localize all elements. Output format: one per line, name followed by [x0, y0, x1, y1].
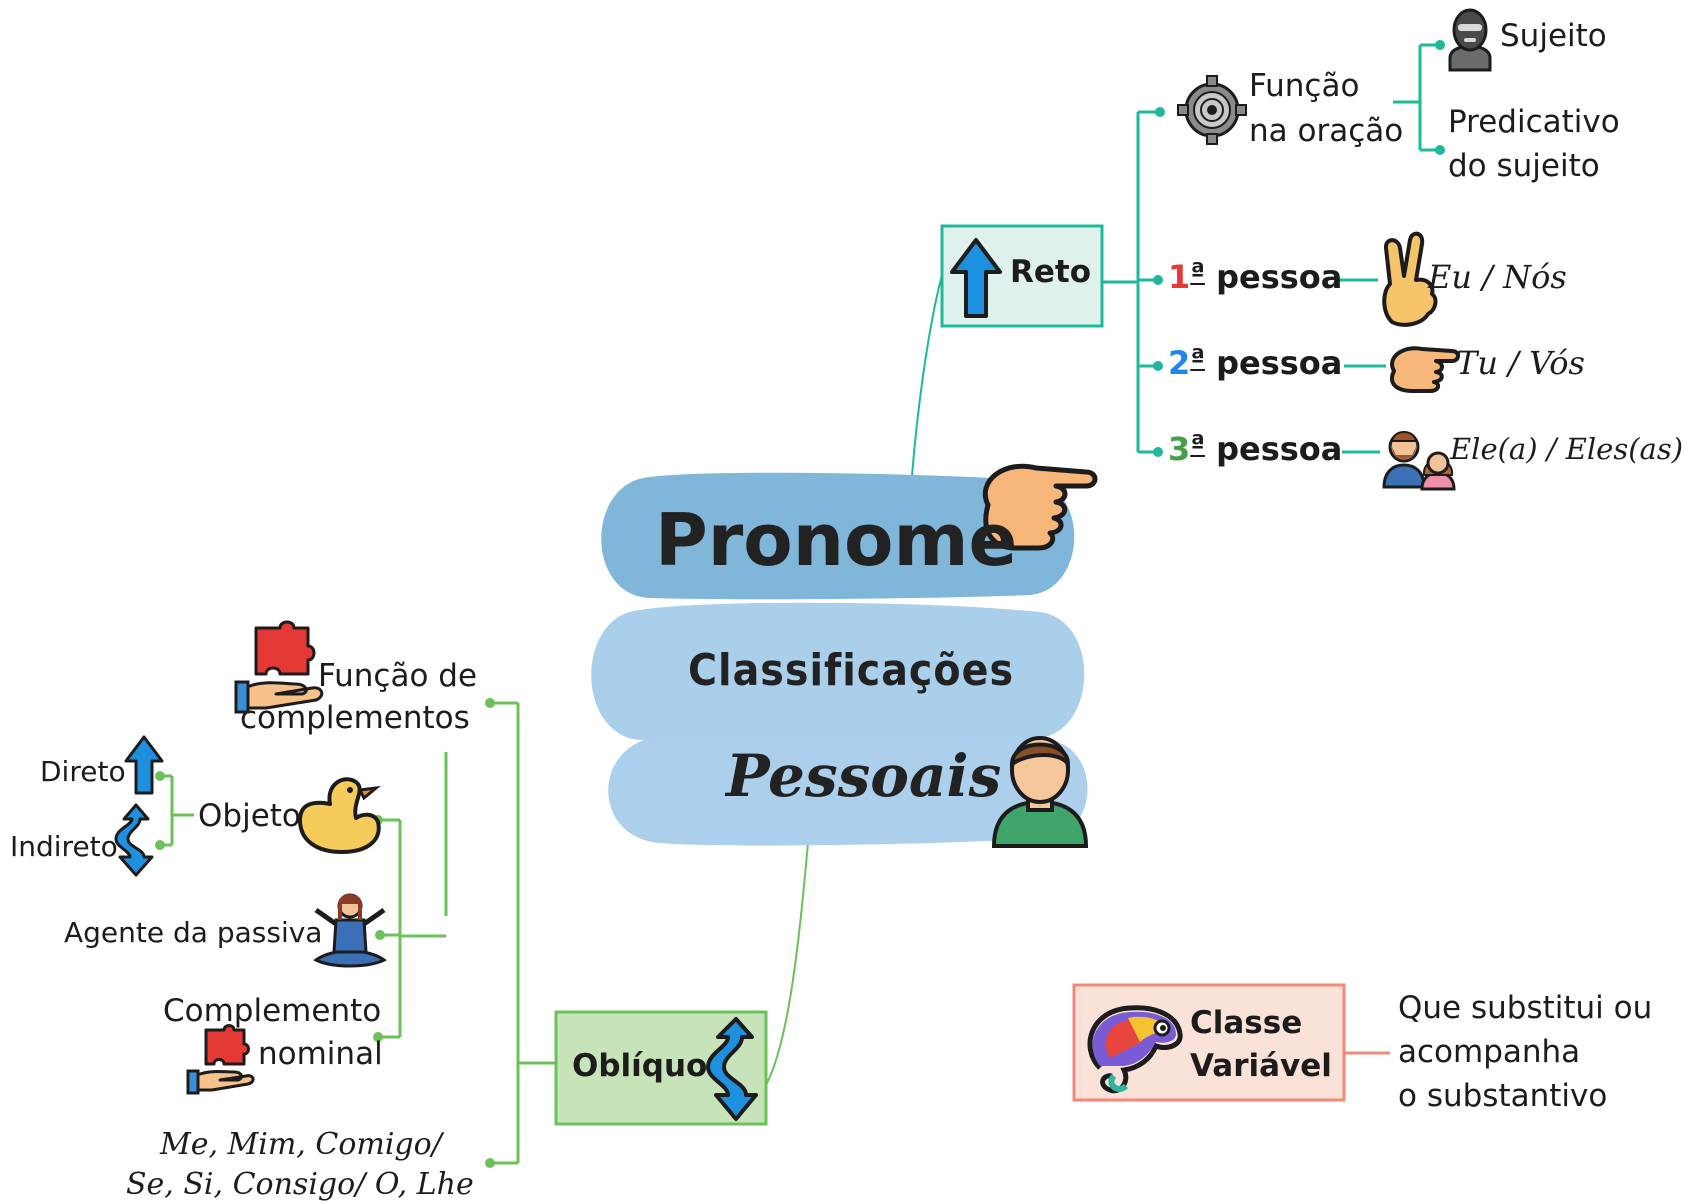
- reto-funcao-line2: na oração: [1249, 113, 1404, 149]
- reto-funcao-line1: Função: [1249, 68, 1360, 104]
- puzzle-hand-small-icon: [186, 1024, 255, 1095]
- obliquo-complemento-line2: nominal: [258, 1036, 383, 1072]
- pessoa-3: 3ª pessoa: [1168, 430, 1342, 468]
- pessoa-1-ord: ª: [1190, 258, 1205, 288]
- classe-label-2[interactable]: Variável: [1190, 1048, 1332, 1084]
- cloud-middle: [591, 602, 1085, 744]
- classe-desc-line3: o substantivo: [1398, 1078, 1608, 1114]
- reto-predicativo-line1: Predicativo: [1448, 104, 1620, 140]
- pessoa-1: 1ª pessoa: [1168, 258, 1342, 296]
- pessoa-1-num: 1: [1168, 258, 1191, 296]
- reto-connectors: [911, 43, 1440, 477]
- up-arrow-icon: [950, 238, 1002, 318]
- obliquo-direto: Direto: [40, 755, 126, 788]
- obliquo-connectors: [160, 701, 809, 1165]
- center-subtitle: Classificações: [688, 645, 1015, 696]
- pessoa-3-pronouns: Ele(a) / Eles(as): [1450, 432, 1684, 466]
- obliquo-funcao-line1: Função de: [318, 658, 478, 694]
- center-title: Pronome: [655, 498, 1018, 582]
- cloud-bottom: [608, 731, 1088, 846]
- cloud-top: [601, 472, 1075, 600]
- classe-label-1[interactable]: Classe: [1190, 1005, 1303, 1041]
- indireto-arrow-icon: [114, 803, 154, 877]
- obliquo-pronouns-line1: Me, Mim, Comigo/: [160, 1127, 442, 1162]
- masked-person-icon: [1448, 8, 1492, 72]
- pessoa-3-word: pessoa: [1216, 430, 1343, 468]
- central-cloud: [591, 472, 1088, 846]
- center-subtitle-2: Pessoais: [726, 742, 1002, 810]
- man-woman-icon: [1382, 431, 1456, 491]
- classe-desc-line2: acompanha: [1398, 1034, 1581, 1070]
- obliquo-connector-dots: [155, 698, 495, 1168]
- obliquo-label[interactable]: Oblíquo: [572, 1048, 708, 1084]
- pessoa-2-pronouns: Tu / Vós: [1456, 344, 1585, 382]
- pessoa-3-num: 3: [1168, 430, 1191, 468]
- wavy-arrow-icon: [706, 1017, 758, 1121]
- pessoa-2-word: pessoa: [1216, 344, 1343, 382]
- chameleon-icon: [1087, 1005, 1183, 1094]
- person-avatar-icon: [991, 736, 1089, 848]
- peace-hand-icon: [1382, 231, 1438, 327]
- gear-icon: [1177, 75, 1247, 145]
- reto-connector-dots: [1153, 40, 1445, 457]
- rubber-duck-icon: [298, 777, 381, 854]
- pessoa-2-num: 2: [1168, 344, 1191, 382]
- pessoa-2: 2ª pessoa: [1168, 344, 1342, 382]
- reto-predicativo-line2: do sujeito: [1448, 148, 1600, 184]
- obliquo-pronouns-line2: Se, Si, Consigo/ O, Lhe: [126, 1167, 474, 1202]
- reto-sujeito: Sujeito: [1500, 18, 1607, 54]
- pointing-hand-icon: [983, 463, 1098, 551]
- obliquo-funcao-line2: complementos: [240, 700, 470, 736]
- pessoa-1-pronouns: Eu / Nós: [1428, 258, 1567, 296]
- classe-desc-line1: Que substitui ou: [1398, 990, 1653, 1026]
- obliquo-complemento-line1: Complemento: [163, 993, 382, 1029]
- puzzle-hand-icon: [234, 620, 324, 714]
- meditating-person-icon: [313, 893, 387, 968]
- obliquo-indireto: Indireto: [10, 830, 118, 863]
- reto-label[interactable]: Reto: [1010, 254, 1092, 290]
- pointing-hand-small-icon: [1390, 346, 1460, 393]
- direto-arrow-icon: [124, 735, 164, 795]
- pessoa-2-ord: ª: [1190, 344, 1205, 374]
- pessoa-3-ord: ª: [1190, 430, 1205, 460]
- obliquo-agente: Agente da passiva: [64, 916, 323, 949]
- obliquo-objeto: Objeto: [198, 798, 301, 834]
- pessoa-1-word: pessoa: [1216, 258, 1343, 296]
